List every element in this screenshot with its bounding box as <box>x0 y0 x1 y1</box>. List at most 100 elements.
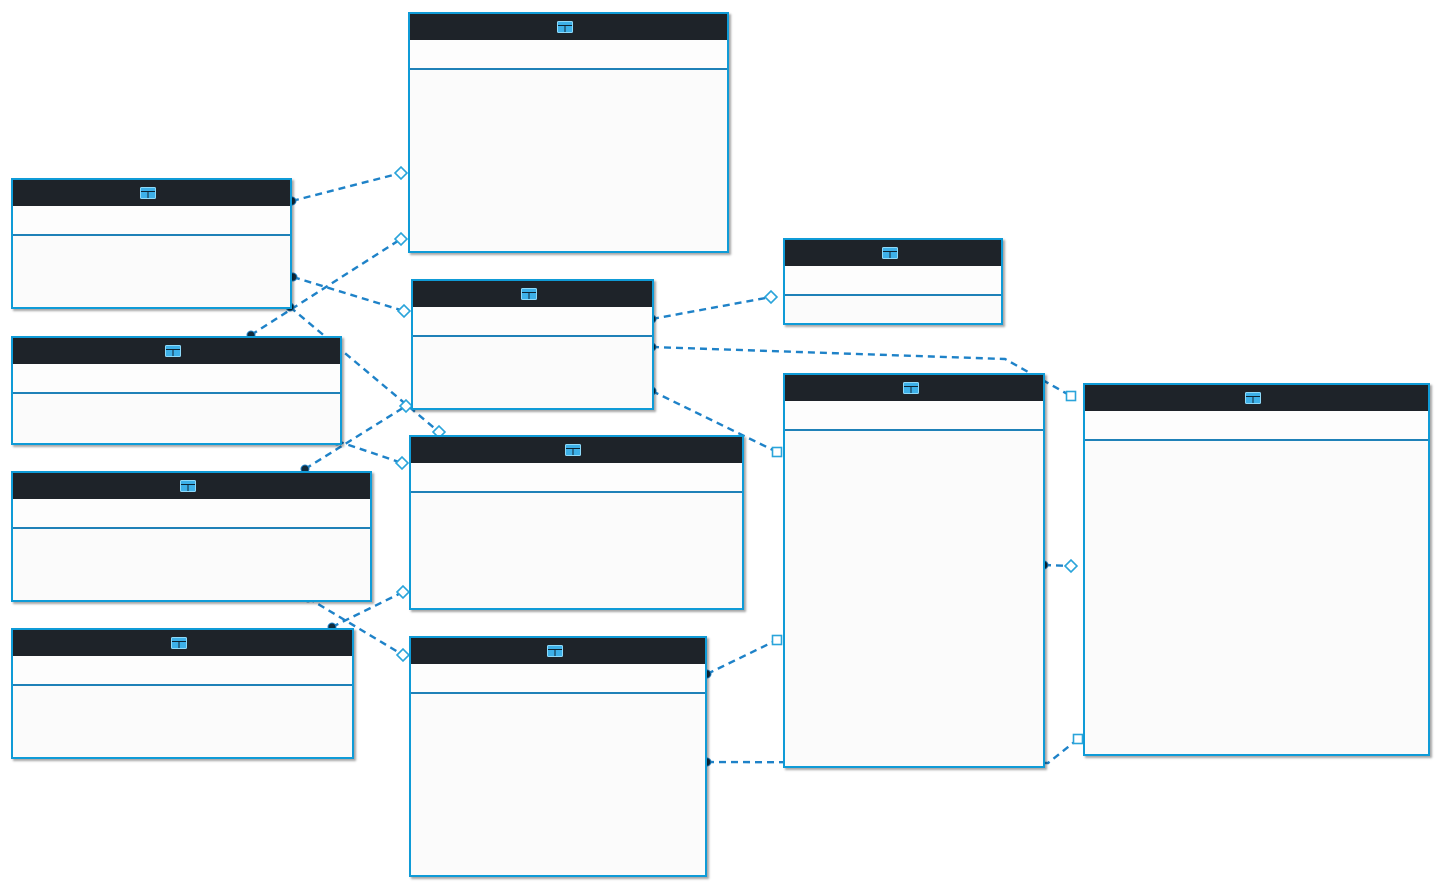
column-row[interactable] <box>1085 487 1428 509</box>
primary-key-row[interactable] <box>13 367 340 389</box>
column-row[interactable] <box>13 238 290 260</box>
column-row[interactable] <box>13 732 352 754</box>
table-header[interactable] <box>13 338 340 364</box>
column-row[interactable] <box>410 94 727 116</box>
primary-key-row[interactable] <box>13 209 290 231</box>
primary-key-row[interactable] <box>13 502 370 524</box>
table-header[interactable] <box>785 240 1001 266</box>
column-row[interactable] <box>1085 685 1428 707</box>
table-support_ticket_element[interactable] <box>11 471 372 602</box>
table-support_ticket[interactable] <box>411 279 654 410</box>
column-row[interactable] <box>411 718 705 740</box>
column-row[interactable] <box>410 72 727 94</box>
column-row[interactable] <box>1085 641 1428 663</box>
relationship-task_element-to-task[interactable] <box>702 634 783 679</box>
table-support_attr_type[interactable] <box>409 435 744 610</box>
relationship-support_ticket_attr-to-support_ticket[interactable] <box>288 272 412 319</box>
column-row[interactable] <box>1085 619 1428 641</box>
table-support_attr_type_l11n[interactable] <box>11 628 354 759</box>
table-header[interactable] <box>13 180 290 206</box>
column-row[interactable] <box>785 631 1043 653</box>
primary-key-row[interactable] <box>410 43 727 65</box>
table-task[interactable] <box>783 373 1045 768</box>
column-row[interactable] <box>13 531 370 553</box>
column-row[interactable] <box>1085 575 1428 597</box>
column-row[interactable] <box>411 850 705 872</box>
column-row[interactable] <box>13 396 340 418</box>
table-header[interactable] <box>1085 385 1428 411</box>
column-row[interactable] <box>785 499 1043 521</box>
table-task_element[interactable] <box>409 636 707 877</box>
column-row[interactable] <box>13 710 352 732</box>
column-row[interactable] <box>413 383 652 405</box>
table-header[interactable] <box>410 14 727 40</box>
table-support_ticket_attr_default[interactable] <box>11 336 342 445</box>
column-row[interactable] <box>785 587 1043 609</box>
column-row[interactable] <box>411 539 742 561</box>
column-row[interactable] <box>785 433 1043 455</box>
column-row[interactable] <box>785 543 1043 565</box>
column-row[interactable] <box>410 138 727 160</box>
column-row[interactable] <box>785 741 1043 763</box>
column-row[interactable] <box>13 553 370 575</box>
column-row[interactable] <box>411 740 705 762</box>
relationship-support_ticket_attr-to-support_attr_value[interactable] <box>287 165 409 206</box>
column-row[interactable] <box>1085 465 1428 487</box>
column-row[interactable] <box>785 455 1043 477</box>
relationship-support_ticket-to-support_app[interactable] <box>647 289 779 324</box>
table-header[interactable] <box>785 375 1043 401</box>
column-row[interactable] <box>1085 531 1428 553</box>
table-header[interactable] <box>411 437 742 463</box>
column-row[interactable] <box>411 828 705 850</box>
column-row[interactable] <box>411 784 705 806</box>
column-row[interactable] <box>1085 663 1428 685</box>
primary-key-row[interactable] <box>1085 414 1428 436</box>
column-row[interactable] <box>410 116 727 138</box>
column-row[interactable] <box>1085 729 1428 751</box>
column-row[interactable] <box>411 561 742 583</box>
table-header[interactable] <box>411 638 705 664</box>
column-row[interactable] <box>413 339 652 361</box>
table-header[interactable] <box>413 281 652 307</box>
column-row[interactable] <box>785 697 1043 719</box>
column-row[interactable] <box>411 806 705 828</box>
column-row[interactable] <box>411 495 742 517</box>
column-row[interactable] <box>785 477 1043 499</box>
column-row[interactable] <box>785 719 1043 741</box>
primary-key-row[interactable] <box>411 466 742 488</box>
column-row[interactable] <box>13 575 370 597</box>
column-row[interactable] <box>410 182 727 204</box>
column-row[interactable] <box>410 226 727 248</box>
primary-key-row[interactable] <box>785 404 1043 426</box>
column-row[interactable] <box>785 675 1043 697</box>
column-row[interactable] <box>13 282 290 304</box>
table-header[interactable] <box>13 630 352 656</box>
column-row[interactable] <box>411 583 742 605</box>
column-row[interactable] <box>785 653 1043 675</box>
column-row[interactable] <box>1085 707 1428 729</box>
table-support_ticket_attr[interactable] <box>11 178 292 309</box>
column-row[interactable] <box>1085 597 1428 619</box>
table-account[interactable] <box>1083 383 1430 756</box>
column-row[interactable] <box>1085 553 1428 575</box>
table-support_app[interactable] <box>783 238 1003 325</box>
primary-key-row[interactable] <box>411 667 705 689</box>
column-row[interactable] <box>413 361 652 383</box>
column-row[interactable] <box>785 298 1001 320</box>
column-row[interactable] <box>13 260 290 282</box>
table-header[interactable] <box>13 473 370 499</box>
column-row[interactable] <box>1085 443 1428 465</box>
column-row[interactable] <box>411 762 705 784</box>
column-row[interactable] <box>410 160 727 182</box>
primary-key-row[interactable] <box>13 659 352 681</box>
column-row[interactable] <box>1085 509 1428 531</box>
column-row[interactable] <box>410 204 727 226</box>
relationship-support_ticket_attr_default-to-support_attr_type[interactable] <box>332 436 410 471</box>
column-row[interactable] <box>785 609 1043 631</box>
column-row[interactable] <box>785 565 1043 587</box>
primary-key-row[interactable] <box>785 269 1001 291</box>
column-row[interactable] <box>13 418 340 440</box>
column-row[interactable] <box>411 696 705 718</box>
column-row[interactable] <box>13 688 352 710</box>
column-row[interactable] <box>785 521 1043 543</box>
